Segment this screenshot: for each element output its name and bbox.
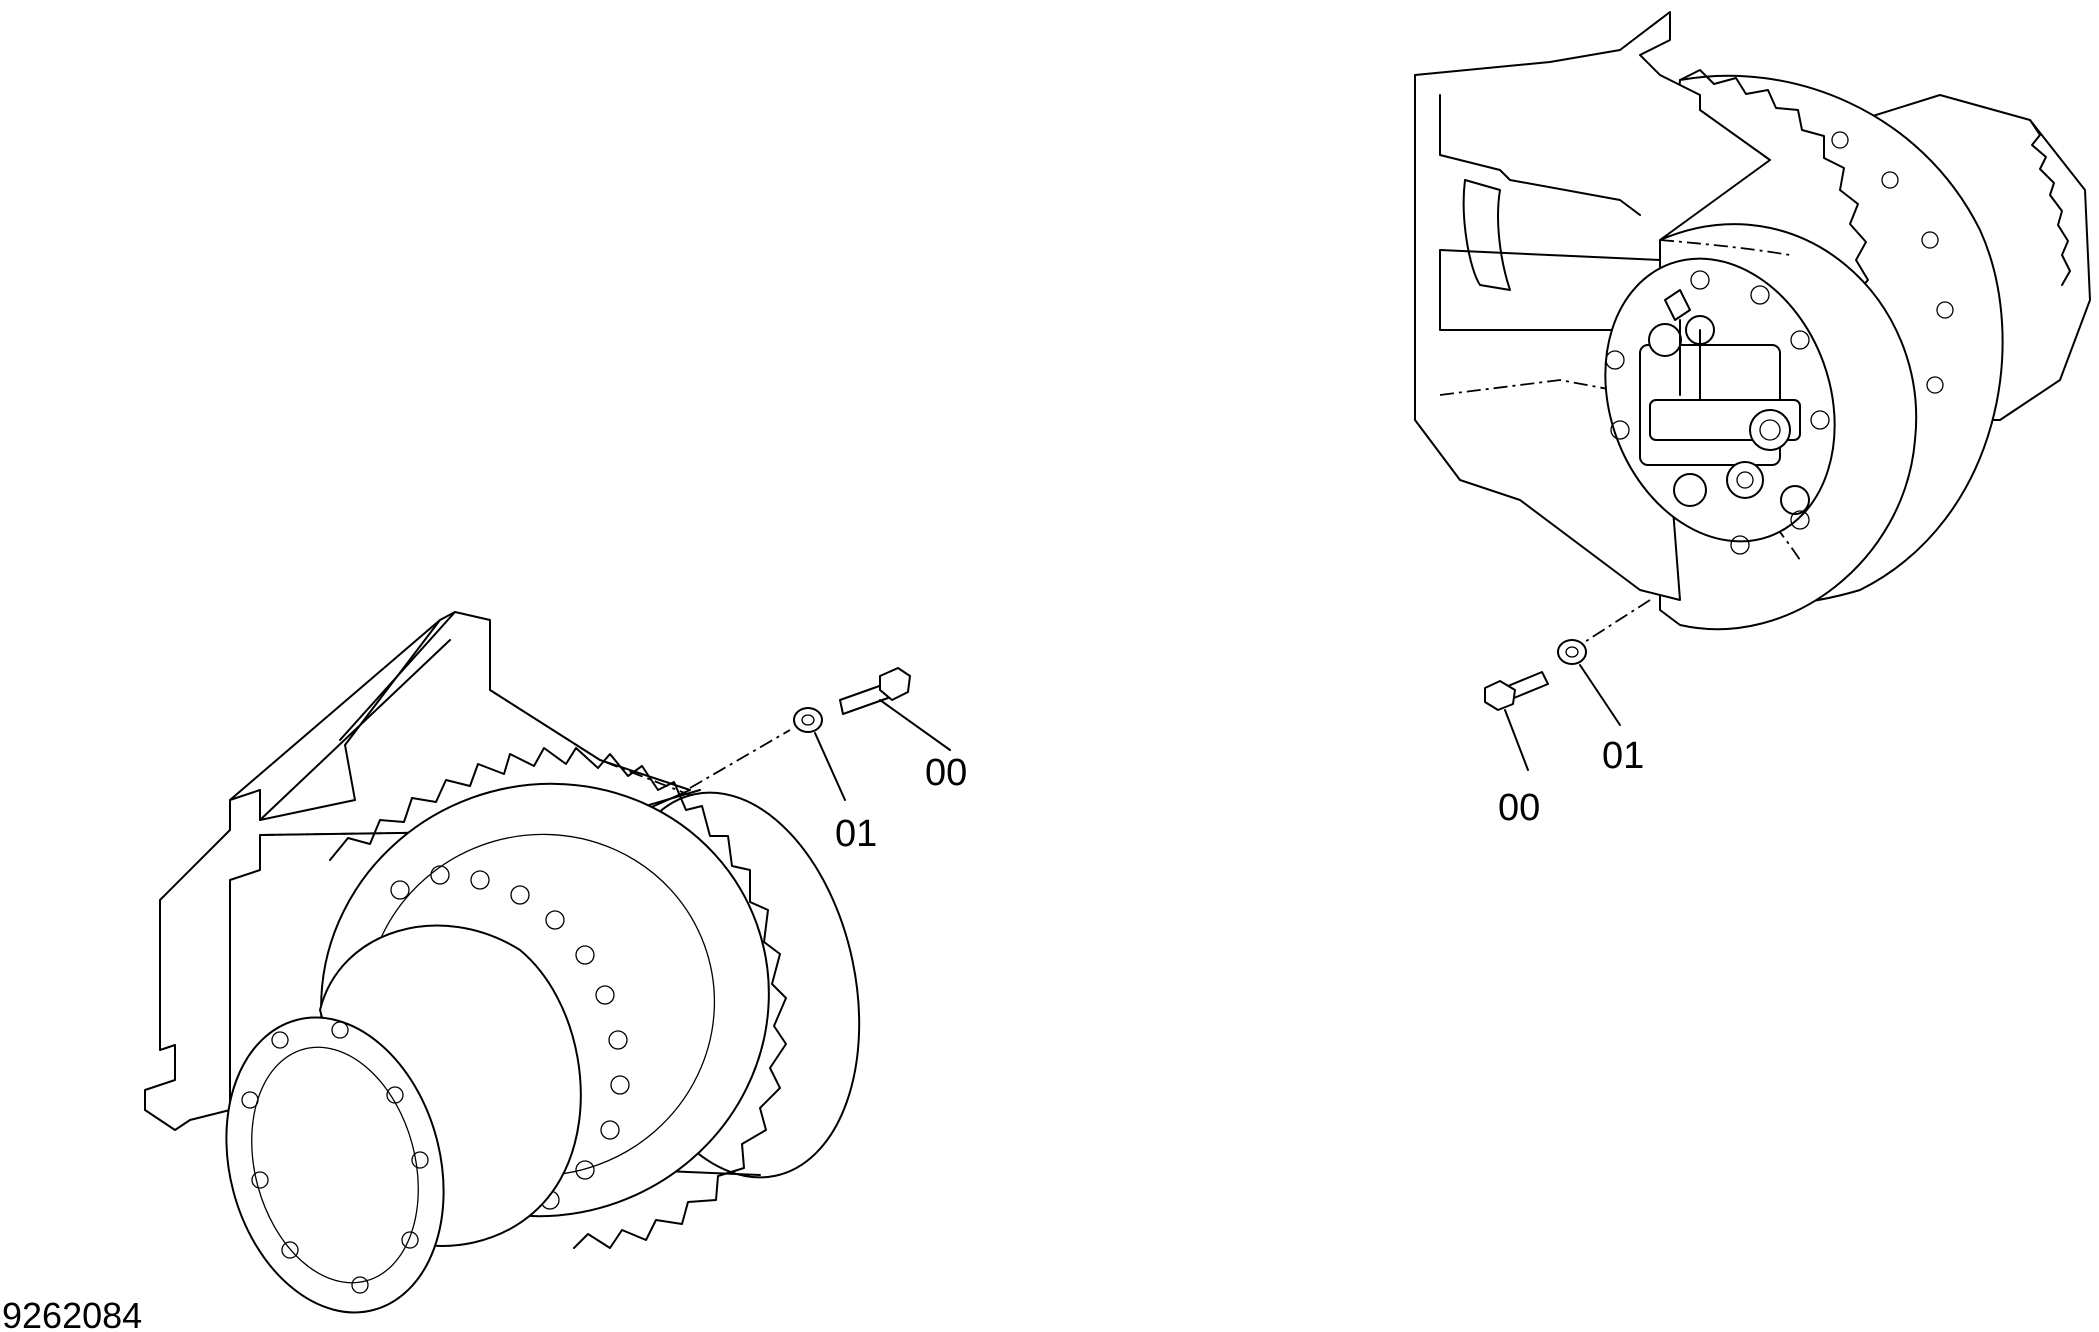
- left-washer: [793, 707, 823, 733]
- right-leader-washer: [1579, 664, 1621, 726]
- left-bolt: [839, 667, 911, 715]
- right-valve-block: [1604, 257, 1836, 555]
- right-bolt: [1484, 671, 1549, 711]
- left-travel-motor-assembly: [144, 611, 861, 1314]
- left-leader-washer: [814, 732, 846, 801]
- right-leader-bolt: [1504, 709, 1529, 771]
- left-callout-washer: 01: [835, 813, 877, 855]
- left-leader-bolt: [879, 699, 951, 751]
- right-callout-washer: 01: [1602, 735, 1644, 777]
- right-washer: [1557, 639, 1587, 665]
- left-assembly-line: [689, 729, 791, 789]
- right-callout-bolt: 00: [1498, 787, 1540, 829]
- document-number: 9262084: [2, 1295, 142, 1332]
- right-assembly-line: [1579, 599, 1651, 646]
- right-travel-motor-assembly: [1414, 11, 2091, 646]
- left-motor-cover: [225, 924, 582, 1314]
- left-callout-bolt: 00: [925, 752, 967, 794]
